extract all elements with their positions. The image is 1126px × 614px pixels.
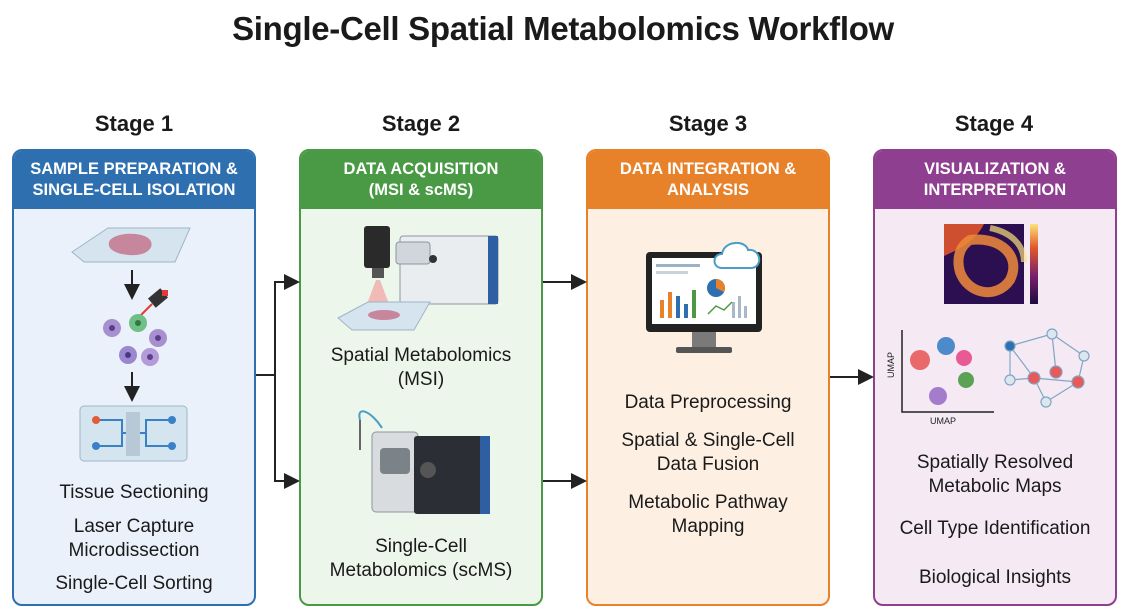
- stage-1-header-line2: SINGLE-CELL ISOLATION: [32, 181, 236, 199]
- stage-4-label: Stage 4: [954, 111, 1034, 136]
- stage-2-item-1b: (MSI): [397, 369, 445, 390]
- heatmap-icon: [944, 224, 1038, 304]
- stage-4-item-3: Biological Insights: [918, 567, 1072, 588]
- stage-4-item-1a: Spatially Resolved: [916, 452, 1074, 473]
- stage-4-item-2: Cell Type Identification: [899, 518, 1091, 539]
- stage-3-item-2b: Data Fusion: [656, 454, 760, 475]
- stage-2-panel: DATA ACQUISITION (MSI & scMS) Spatial Me…: [299, 149, 543, 606]
- arrow-stage1-to-msi: [256, 274, 300, 376]
- msi-instrument-icon: [337, 226, 499, 331]
- connector-arrows: [256, 274, 874, 489]
- umap-x-label: UMAP: [930, 416, 957, 426]
- stage-2-item-1a: Spatial Metabolomics: [330, 345, 512, 366]
- stage-3-item-1: Data Preprocessing: [624, 392, 792, 413]
- stage-1-header: SAMPLE PREPARATION & SINGLE-CELL ISOLATI…: [14, 151, 254, 209]
- stage-1-item-2a: Laser Capture: [73, 516, 195, 537]
- stage-1-item-3: Single-Cell Sorting: [55, 573, 213, 594]
- stage-2-header-line2: (MSI & scMS): [368, 181, 474, 199]
- stage-4-header: VISUALIZATION & INTERPRETATION: [875, 151, 1115, 209]
- scms-instrument-icon: [358, 410, 490, 514]
- stage-3-panel: DATA INTEGRATION & ANALYSIS Data Preproc…: [586, 149, 830, 606]
- cloud-icon: [713, 242, 761, 269]
- stage-4-item-1b: Metabolic Maps: [928, 476, 1062, 497]
- stage-2-item-2b: Metabolomics (scMS): [329, 560, 513, 581]
- stage-3-item-3b: Mapping: [671, 516, 745, 537]
- network-graph-icon: [1004, 328, 1090, 408]
- laser-icon: [137, 288, 168, 319]
- stage-2-header: DATA ACQUISITION (MSI & scMS): [301, 151, 541, 209]
- stage-3-header: DATA INTEGRATION & ANALYSIS: [588, 151, 828, 209]
- stage-3-header-line1: DATA INTEGRATION &: [619, 160, 797, 178]
- stage-1-header-line1: SAMPLE PREPARATION &: [30, 160, 238, 178]
- stage-1-label: Stage 1: [94, 111, 174, 136]
- stage-1-item-2b: Microdissection: [68, 540, 200, 561]
- stage-1-panel: SAMPLE PREPARATION & SINGLE-CELL ISOLATI…: [12, 149, 256, 606]
- stage-3-label: Stage 3: [668, 111, 748, 136]
- stage-4-header-line1: VISUALIZATION &: [924, 160, 1066, 178]
- cells-icon: [103, 314, 167, 366]
- arrow-stage1-to-scms: [274, 375, 300, 489]
- microfluidic-chip-icon: [79, 405, 188, 462]
- tissue-slide-icon: [71, 227, 191, 263]
- diagram-title: Single-Cell Spatial Metabolomics Workflo…: [232, 10, 894, 47]
- computer-monitor-icon: [646, 252, 762, 353]
- stage-2-header-line1: DATA ACQUISITION: [343, 160, 499, 178]
- stage-3-header-line2: ANALYSIS: [667, 181, 749, 199]
- stage-4-header-line2: INTERPRETATION: [923, 181, 1067, 199]
- umap-y-axis-label: UMAP: [886, 351, 897, 379]
- stage-2-item-2a: Single-Cell: [375, 536, 467, 557]
- stage-1-item-1: Tissue Sectioning: [59, 482, 209, 503]
- stage-2-label: Stage 2: [381, 111, 461, 136]
- stage-3-item-3a: Metabolic Pathway: [628, 492, 788, 513]
- umap-plot-icon: [901, 330, 994, 413]
- stage-3-item-2a: Spatial & Single-Cell: [621, 430, 795, 451]
